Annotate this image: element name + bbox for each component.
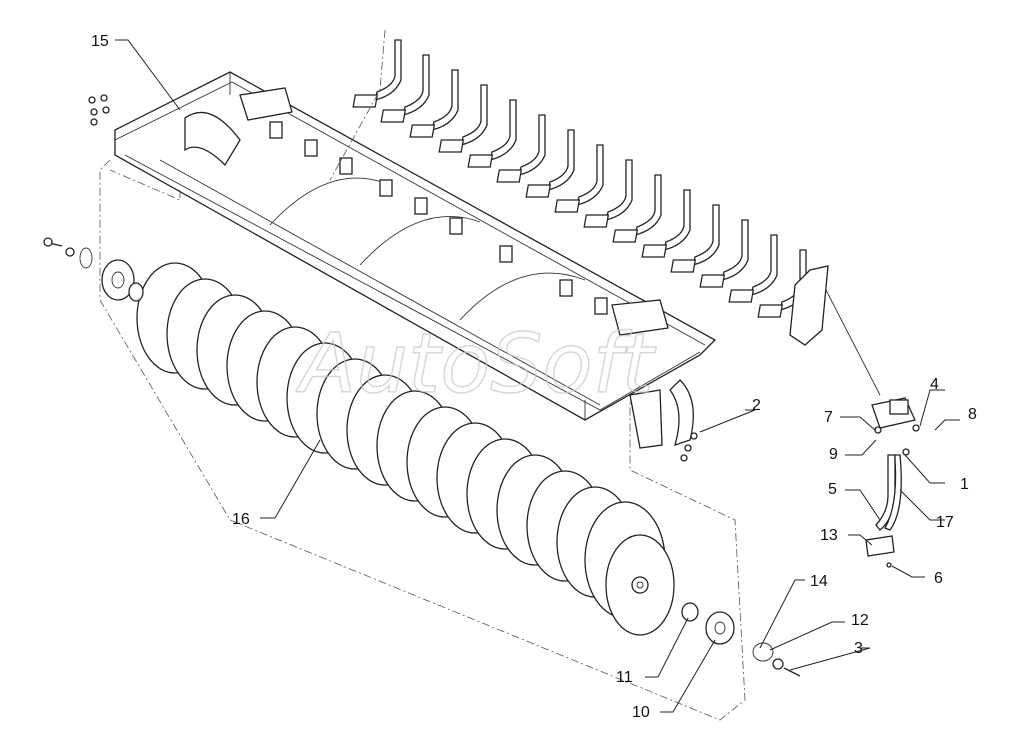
callout-17: 17 (936, 514, 954, 531)
callout-8: 8 (968, 406, 977, 423)
callout-9: 9 (829, 446, 838, 463)
callout-15: 15 (91, 33, 109, 50)
callout-14: 14 (810, 573, 828, 590)
crumbler-roller (136, 262, 675, 636)
spring-tines-row (329, 29, 807, 318)
leader-lines (115, 39, 960, 713)
callout-1: 1 (960, 476, 969, 493)
callout-11: 11 (616, 669, 633, 686)
right-bearing-assembly (681, 602, 801, 677)
tooth-brackets (269, 121, 608, 315)
callout-13: 13 (820, 527, 838, 544)
callout-12: 12 (851, 612, 869, 629)
callout-labels: 1 2 3 4 5 6 7 8 9 10 11 12 13 14 15 16 1… (91, 33, 977, 721)
callout-2: 2 (752, 397, 761, 414)
callout-16: 16 (232, 511, 250, 528)
tine-detail-assembly (789, 265, 920, 568)
callout-10: 10 (632, 704, 650, 721)
callout-5: 5 (828, 481, 837, 498)
roller-frame (114, 71, 717, 449)
callout-4: 4 (930, 376, 939, 393)
watermark-text: AutoSoft (295, 317, 656, 412)
callout-6: 6 (934, 570, 943, 587)
callout-7: 7 (824, 409, 833, 426)
left-bearing-assembly (43, 237, 144, 302)
small-bolts (88, 94, 698, 462)
callout-3: 3 (854, 640, 863, 657)
